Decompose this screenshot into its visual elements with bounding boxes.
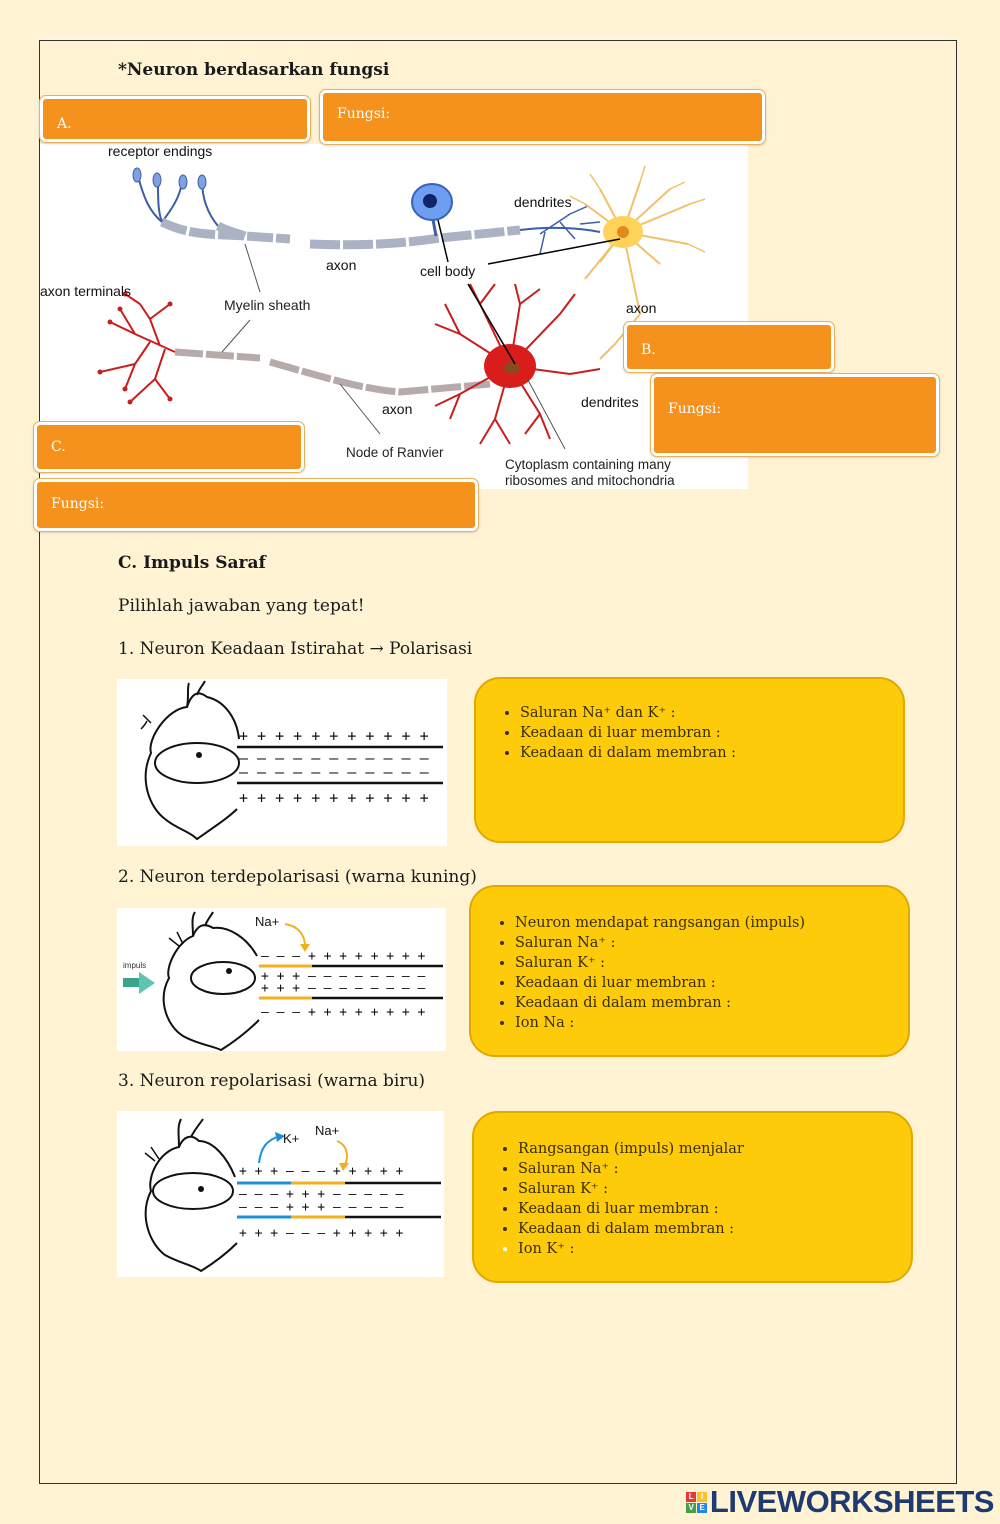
svg-text:+ + + — — — — — — — —: + + + — — — — — — — — <box>261 981 426 996</box>
answer-c-fungsi-field[interactable]: Fungsi: <box>34 479 478 531</box>
label-cytoplasm-line2: ribosomes and mitochondria <box>505 473 675 488</box>
q3-item: Ion K⁺ : <box>518 1239 897 1259</box>
answer-a-label: A. <box>57 116 72 132</box>
svg-text:+ + + — — — — — — — —: + + + — — — — — — — — <box>261 969 426 984</box>
label-axon-bottom: axon <box>382 401 412 417</box>
question-2-answer-box[interactable]: Neuron mendapat rangsangan (impuls) Salu… <box>469 885 910 1057</box>
liveworksheets-logo[interactable]: L I V E LIVEWORKSHEETS <box>685 1484 995 1520</box>
label-myelin-sheath: Myelin sheath <box>224 297 310 313</box>
answer-c-fungsi: Fungsi: <box>51 496 105 512</box>
svg-text:— — — + + + + + + + +: — — — + + + + + + + + <box>261 949 426 964</box>
q3-item: Saluran Na⁺ : <box>518 1159 897 1179</box>
svg-text:— — — + + + — — — — —: — — — + + + — — — — — <box>239 1187 404 1202</box>
q3-item: Keadaan di dalam membran : <box>518 1219 897 1239</box>
svg-text:+ + + — — — + + + + +: + + + — — — + + + + + <box>239 1164 404 1179</box>
label-axon-right: axon <box>626 300 656 316</box>
q2-item: Neuron mendapat rangsangan (impuls) <box>515 913 894 933</box>
q1-item: Keadaan di luar membran : <box>520 723 889 743</box>
q3-item: Keadaan di luar membran : <box>518 1199 897 1219</box>
answer-b-label-field[interactable]: B. <box>624 322 834 372</box>
label-axon-top: axon <box>326 257 356 273</box>
na-label: Na+ <box>255 914 279 929</box>
section-title-neuron-fungsi: *Neuron berdasarkan fungsi <box>118 60 390 80</box>
q3-item: Saluran K⁺ : <box>518 1179 897 1199</box>
instruction-text: Pilihlah jawaban yang tepat! <box>118 596 365 616</box>
q2-item: Keadaan di dalam membran : <box>515 993 894 1013</box>
answer-c-label-field[interactable]: C. <box>34 422 304 472</box>
answer-b-fungsi-field[interactable]: Fungsi: <box>651 374 939 456</box>
depolarized-neuron-diagram: — — — + + + + + + + + + + + — — — — — — … <box>117 908 446 1051</box>
q3-item: Rangsangan (impuls) menjalar <box>518 1139 897 1159</box>
label-receptor-endings: receptor endings <box>108 144 212 159</box>
svg-text:— — — + + + — — — — —: — — — + + + — — — — — <box>239 1200 404 1215</box>
svg-text:— — — — — — — — — — —: — — — — — — — — — — — <box>239 749 430 767</box>
q1-item: Keadaan di dalam membran : <box>520 743 889 763</box>
question-1-title: 1. Neuron Keadaan Istirahat → Polarisasi <box>118 639 473 659</box>
label-cell-body: cell body <box>420 263 475 279</box>
question-3-answer-box[interactable]: Rangsangan (impuls) menjalar Saluran Na⁺… <box>472 1111 913 1283</box>
answer-a-fungsi: Fungsi: <box>337 106 391 122</box>
question-2-title: 2. Neuron terdepolarisasi (warna kuning) <box>118 867 477 887</box>
q2-item: Ion Na : <box>515 1013 894 1033</box>
label-cytoplasm-line1: Cytoplasm containing many <box>505 457 671 472</box>
na-label: Na+ <box>315 1123 339 1138</box>
answer-a-fungsi-field[interactable]: Fungsi: <box>320 90 765 144</box>
repolarized-neuron-diagram: + + + — — — + + + + + — — — + + + — — — … <box>117 1111 444 1277</box>
impuls-label: impuls <box>123 961 146 970</box>
svg-text:+ + + — — — + + + + +: + + + — — — + + + + + <box>239 1226 404 1241</box>
resting-neuron-diagram: + + + + + + + + + + + — — — — — — — — — … <box>117 679 447 846</box>
k-label: K+ <box>283 1131 299 1146</box>
answer-b-fungsi: Fungsi: <box>668 401 722 417</box>
answer-a-label-field[interactable]: A. <box>40 96 310 142</box>
svg-text:+ + + + + + + + + + +: + + + + + + + + + + + <box>239 727 429 745</box>
q2-item: Saluran Na⁺ : <box>515 933 894 953</box>
section-title-impuls-saraf: C. Impuls Saraf <box>118 553 266 573</box>
sensory-neuron <box>132 167 601 255</box>
label-axon-terminals: axon terminals <box>40 283 131 299</box>
q2-item: Keadaan di luar membran : <box>515 973 894 993</box>
svg-text:— — — + + + + + + + +: — — — + + + + + + + + <box>261 1005 426 1020</box>
svg-text:+ + + + + + + + + + +: + + + + + + + + + + + <box>239 789 429 807</box>
logo-text: LIVEWORKSHEETS <box>709 1484 995 1519</box>
label-dendrites-bottom: dendrites <box>581 394 639 410</box>
label-node-of-ranvier: Node of Ranvier <box>346 445 444 460</box>
q2-item: Saluran K⁺ : <box>515 953 894 973</box>
svg-text:— — — — — — — — — — —: — — — — — — — — — — — <box>239 763 430 781</box>
answer-c-label: C. <box>51 439 66 455</box>
q1-item: Saluran Na⁺ dan K⁺ : <box>520 703 889 723</box>
worksheet-frame <box>39 40 957 1484</box>
motor-neuron <box>97 283 601 445</box>
question-1-answer-box[interactable]: Saluran Na⁺ dan K⁺ : Keadaan di luar mem… <box>474 677 905 843</box>
label-dendrites-top: dendrites <box>514 194 572 210</box>
question-3-title: 3. Neuron repolarisasi (warna biru) <box>118 1071 426 1091</box>
liveworksheets-mark-icon: L I V E <box>685 1491 707 1513</box>
answer-b-label: B. <box>641 342 656 358</box>
